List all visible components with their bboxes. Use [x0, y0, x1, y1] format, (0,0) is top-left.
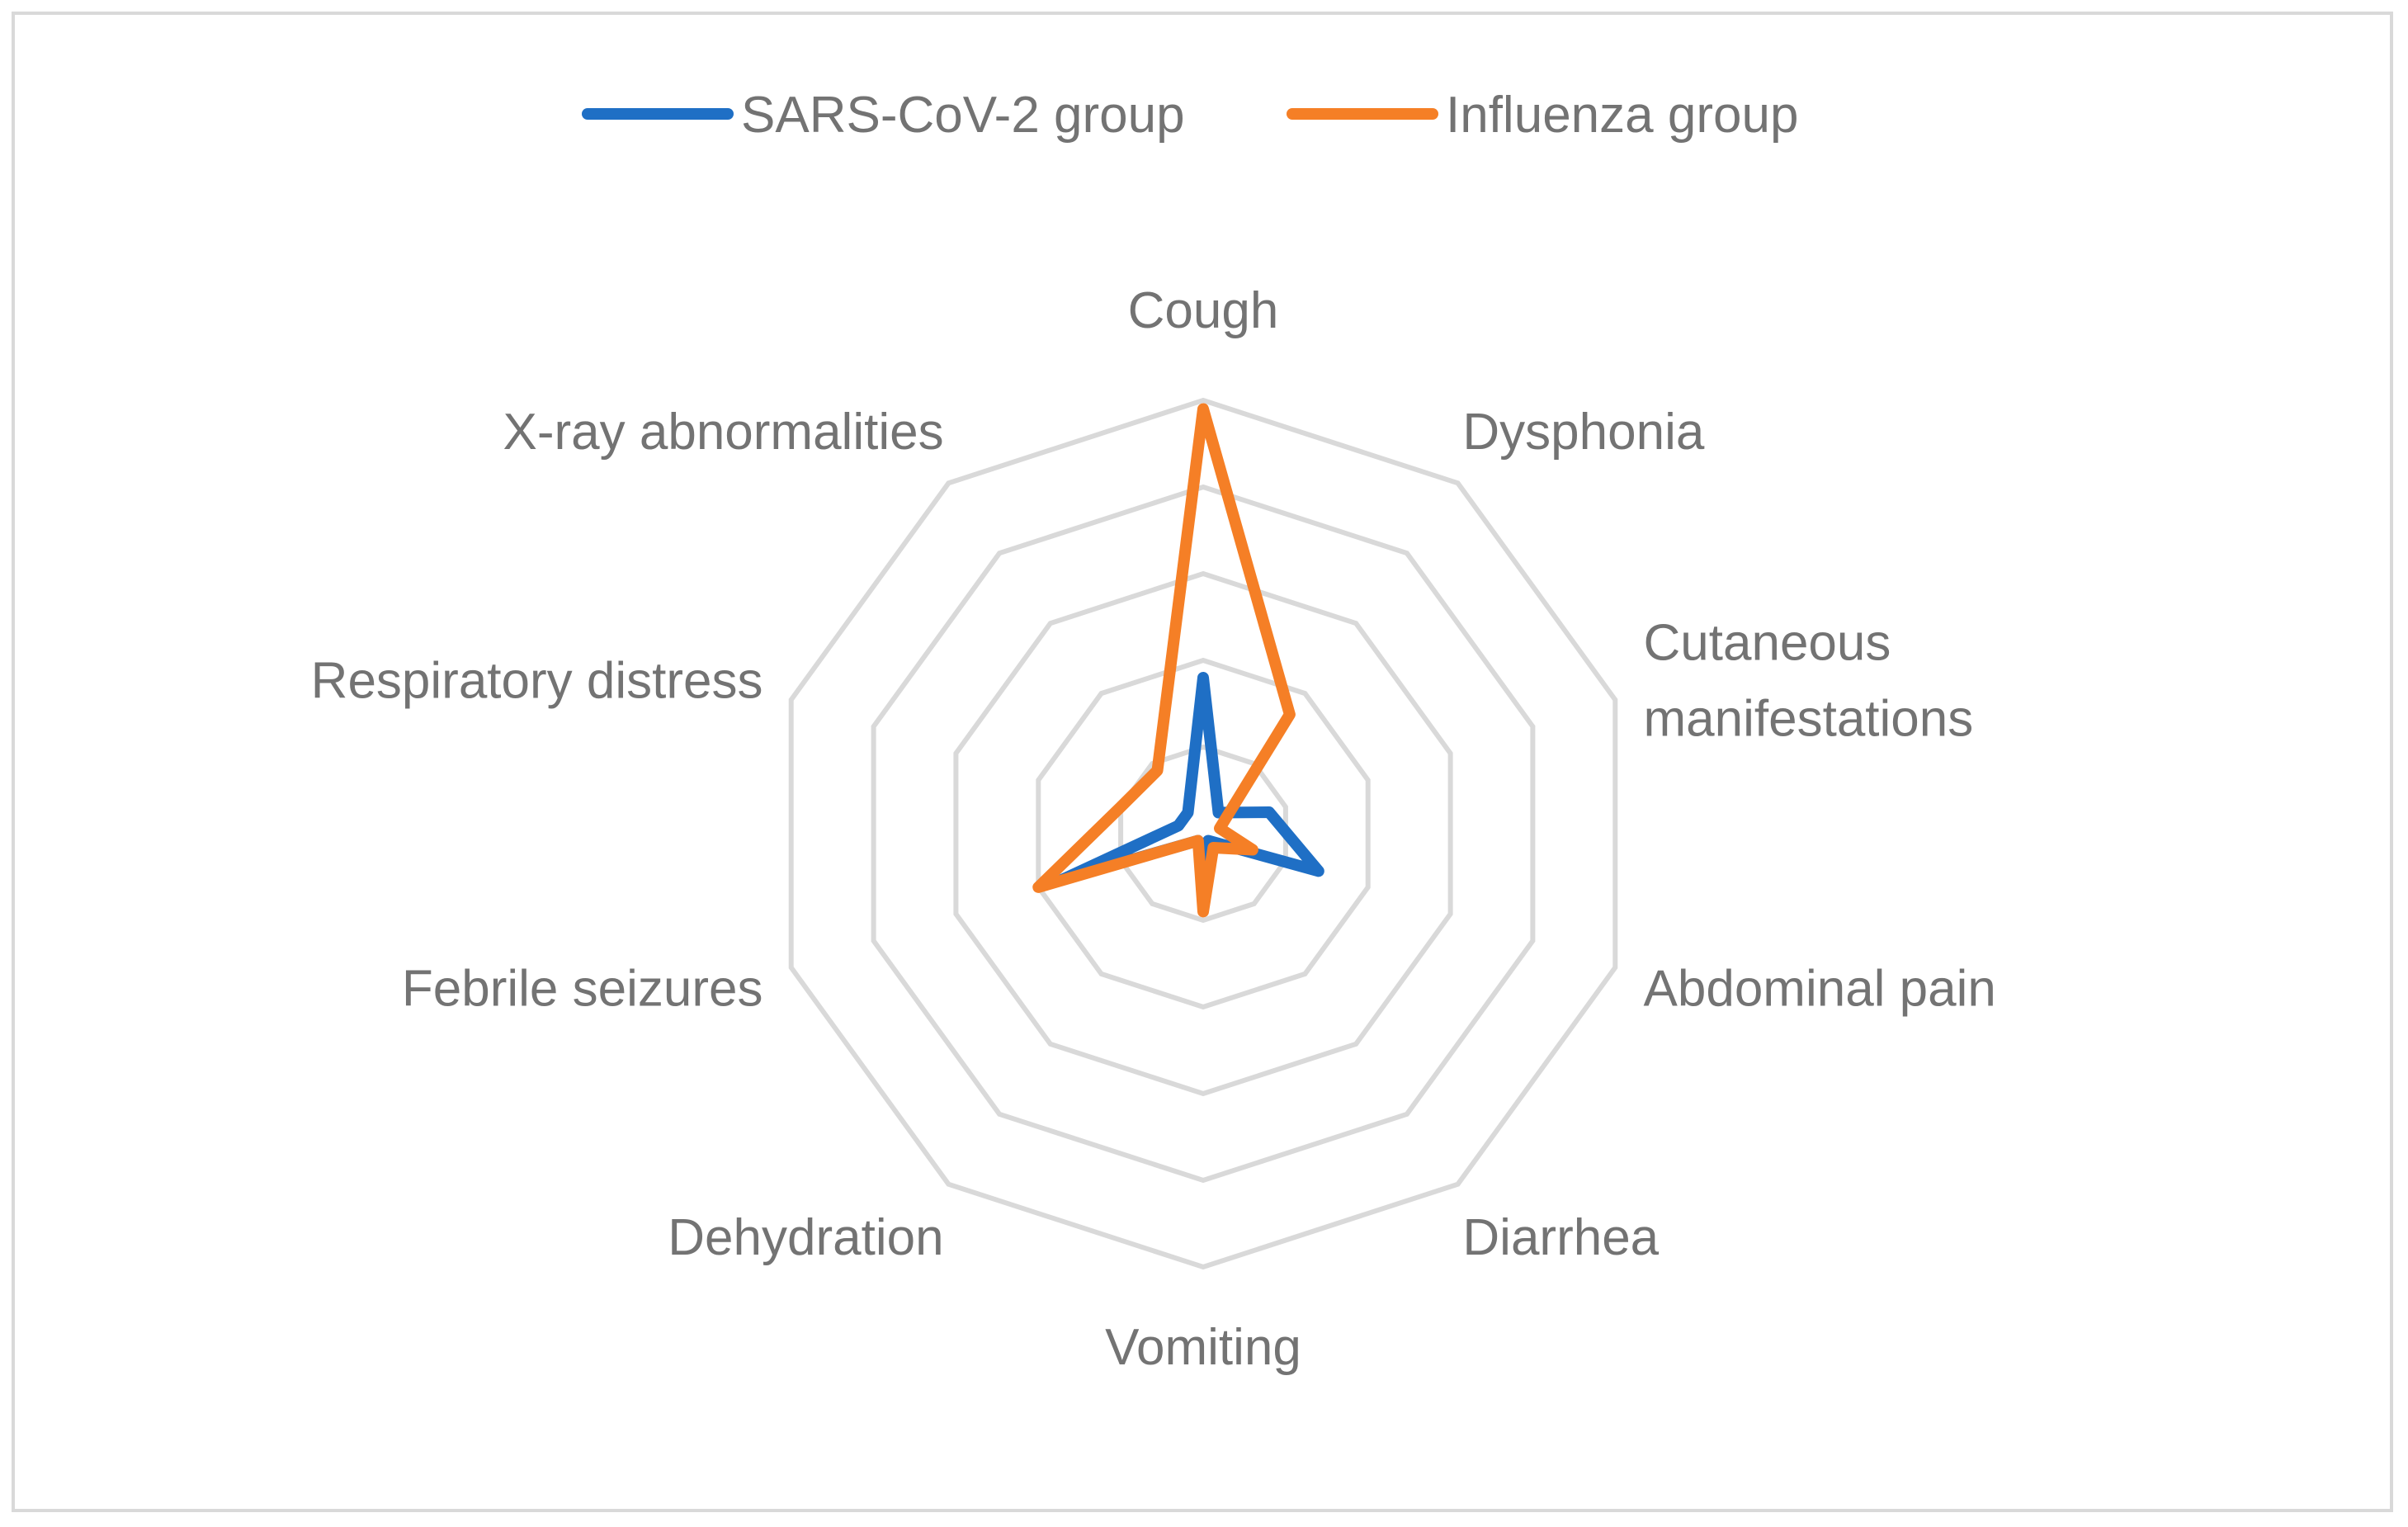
series-group [1032, 403, 1324, 918]
chart-frame [12, 12, 2393, 1512]
data-point-influenza-group-vomiting [1202, 910, 1204, 913]
series-line-sars-cov-2-group [1057, 672, 1324, 886]
grid-ring-4 [871, 484, 1536, 1184]
data-point-sars-cov-2-group-cutaneous-manifestations [1268, 811, 1270, 813]
legend-label-influenza-group: Influenza group [1446, 87, 1798, 144]
radar-grid [788, 397, 1618, 1270]
data-point-sars-cov-2-group-x-ray-abnormalities [1187, 811, 1189, 814]
axis-label-cough: Cough [1128, 282, 1279, 339]
data-point-influenza-group-diarrhea [1212, 847, 1215, 849]
grid-ring-3 [953, 570, 1453, 1097]
axis-label-x-ray-abnormalities: X-ray abnormalities [503, 404, 944, 461]
data-point-sars-cov-2-group-diarrhea [1207, 839, 1210, 842]
data-point-influenza-group-cutaneous-manifestations [1219, 827, 1221, 830]
grid-ring-2 [1036, 657, 1371, 1010]
data-point-influenza-group-dysphonia [1288, 713, 1291, 716]
grid-ring-5 [788, 397, 1618, 1270]
axis-label-dehydration: Dehydration [668, 1209, 943, 1266]
data-point-influenza-group-febrile-seizures [1037, 886, 1040, 888]
data-point-sars-cov-2-group-dysphonia [1217, 811, 1220, 814]
axis-label-vomiting: Vomiting [1105, 1319, 1301, 1376]
axis-label-febrile-seizures: Febrile seizures [402, 960, 763, 1017]
axis-label-dysphonia: Dysphonia [1462, 404, 1704, 461]
axis-label-abdominal-pain: Abdominal pain [1644, 960, 1996, 1017]
data-point-influenza-group-respiratory-distress [1120, 806, 1122, 808]
data-point-influenza-group-abdominal-pain [1251, 849, 1254, 851]
data-point-influenza-group-x-ray-abnormalities [1156, 769, 1159, 772]
legend-label-sars-cov-2-group: SARS-CoV-2 group [741, 87, 1185, 144]
data-point-sars-cov-2-group-respiratory-distress [1178, 825, 1179, 827]
data-point-sars-cov-2-group-cough [1202, 677, 1204, 678]
data-point-sars-cov-2-group-abdominal-pain [1317, 870, 1320, 872]
data-point-influenza-group-dehydration [1197, 839, 1199, 842]
axis-label-diarrhea: Diarrhea [1462, 1209, 1659, 1266]
data-point-influenza-group-cough [1202, 408, 1204, 410]
legend: SARS-CoV-2 group Influenza group [582, 87, 1798, 144]
axis-label-respiratory-distress: Respiratory distress [311, 653, 763, 710]
